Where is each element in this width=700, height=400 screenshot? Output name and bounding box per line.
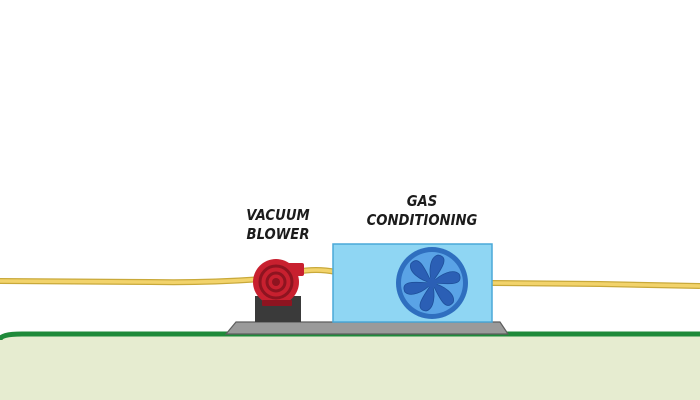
fan-blade (410, 260, 433, 284)
fan-blade (429, 254, 445, 284)
vacuum-blower-label: VACUUM BLOWER (243, 206, 313, 244)
fan-blade (431, 282, 454, 306)
centrifugal-blower-icon (253, 259, 304, 306)
gas-conditioning-label: GAS CONDITIONING (364, 192, 480, 230)
gas-conditioning-label-line2: CONDITIONING (366, 211, 478, 229)
fan-blade (403, 281, 433, 295)
fan-blade (419, 282, 435, 312)
outlet-pipe-inner (491, 281, 700, 288)
ground-surface (0, 332, 700, 400)
gas-conditioning-label-line1: GAS (406, 192, 438, 210)
fan-blade (431, 271, 461, 285)
ground-line (0, 331, 700, 341)
equipment-skid (224, 321, 510, 335)
fan-icon (396, 247, 468, 319)
vacuum-blower-label-line2: BLOWER (246, 225, 310, 243)
inlet-pipe-inner (0, 277, 263, 284)
vacuum-blower-label-line1: VACUUM (246, 206, 310, 224)
